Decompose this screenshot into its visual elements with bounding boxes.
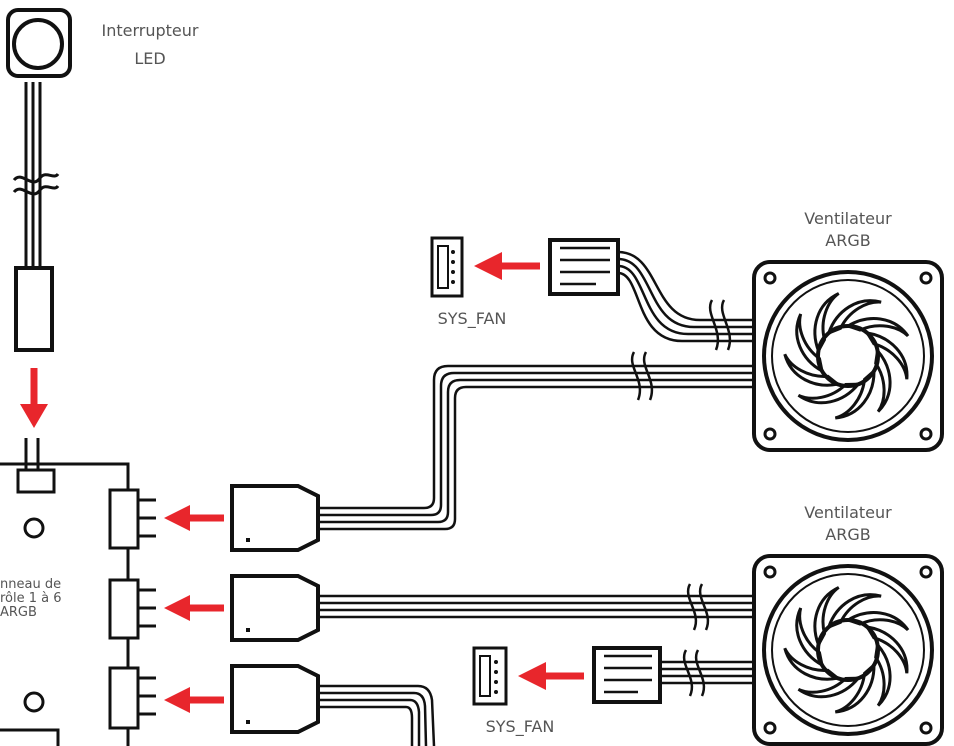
sys-fan-top-label: SYS_FAN [437, 309, 507, 328]
fan-bottom-label-line1: Ventilateur [804, 503, 892, 522]
fan-top-label-line2: ARGB [825, 231, 871, 250]
fan-icon [752, 554, 944, 746]
panel-label-line2: rôle 1 à 6 [0, 591, 62, 606]
led-switch-label-line2: LED [134, 49, 166, 68]
sys-fan-header-bottom [472, 646, 508, 706]
cable-break-mark [630, 351, 654, 401]
fan-cable-top [617, 250, 756, 351]
fan-plug-bottom [592, 646, 662, 704]
fan-bottom-label-line2: ARGB [825, 525, 871, 544]
fan-top-label-line1: Ventilateur [804, 209, 892, 228]
fan-plug-top [548, 238, 620, 296]
motherboard-panel [0, 438, 130, 746]
led-switch-icon [6, 8, 72, 78]
fan-cable-bottom [660, 649, 756, 697]
sys-fan-header-top [430, 236, 464, 298]
argb-cable-bottom [318, 684, 436, 746]
led-switch-plug [14, 266, 54, 352]
header-connector-icon [108, 488, 156, 730]
fan-icon [752, 260, 944, 452]
arrow-left-icon [518, 662, 584, 690]
arrow-down-icon [20, 368, 48, 428]
led-switch-cable [12, 82, 60, 268]
argb-cable-top [318, 364, 752, 531]
plug-icon [230, 484, 320, 734]
panel-label-line3: ARGB [0, 605, 37, 620]
panel-label-line1: nneau de [0, 577, 62, 592]
sys-fan-bottom-label: SYS_FAN [485, 717, 555, 736]
led-switch-label-line1: Interrupteur [101, 21, 199, 40]
arrow-left-icon [164, 505, 224, 713]
arrow-left-icon [474, 252, 540, 280]
argb-cable-middle [318, 583, 752, 631]
